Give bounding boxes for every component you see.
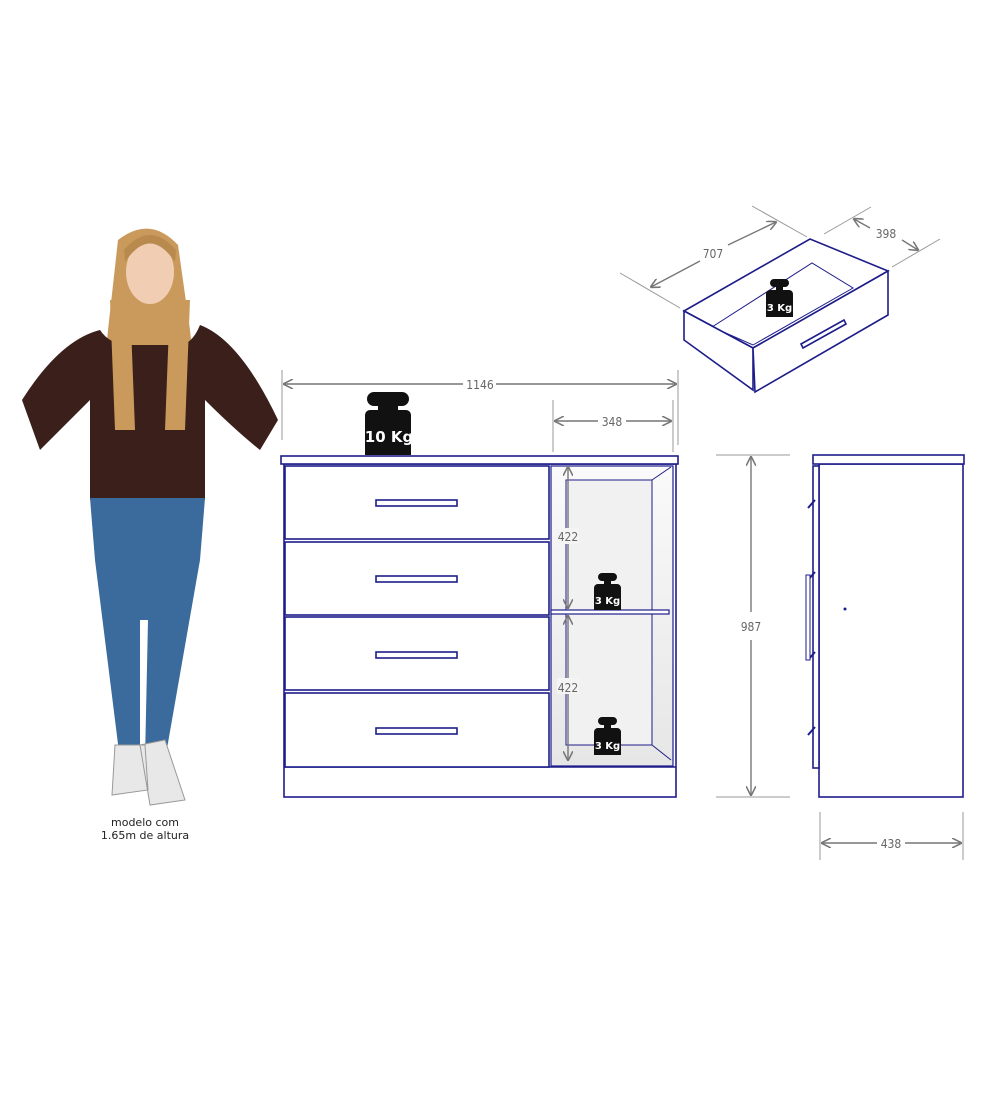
drawer-1 bbox=[284, 465, 550, 540]
drawer-handle bbox=[799, 318, 848, 350]
weight-icon-top: 10 Kg bbox=[365, 392, 413, 455]
total-height-label: 987 bbox=[741, 620, 762, 634]
drawer-3 bbox=[284, 616, 550, 691]
total-width-label: 1146 bbox=[466, 378, 494, 392]
drawer-handle bbox=[375, 651, 458, 659]
drawer-handle bbox=[375, 727, 458, 735]
compartment-width-dimension: 348 bbox=[552, 400, 674, 452]
drawer-4 bbox=[284, 692, 550, 768]
model-caption-line1: modelo com bbox=[111, 816, 179, 829]
drawer-2 bbox=[284, 541, 550, 616]
shelf-height-upper-label: 422 bbox=[558, 530, 579, 544]
weight-icon-drawer: 3 Kg bbox=[766, 279, 793, 317]
drawer-handle bbox=[375, 499, 458, 507]
depth-dimension: 438 bbox=[819, 812, 964, 860]
height-dimension: 987 bbox=[716, 454, 790, 798]
depth-label: 438 bbox=[881, 837, 902, 851]
weight-icon-shelf-lower: 3 Kg bbox=[594, 717, 621, 755]
dresser-side-view bbox=[805, 454, 965, 798]
weight-label: 3 Kg bbox=[595, 596, 620, 607]
width-dimension: 1146 bbox=[281, 370, 679, 445]
weight-label: 3 Kg bbox=[767, 303, 792, 314]
weight-label: 3 Kg bbox=[595, 741, 620, 752]
drawer-handle bbox=[375, 575, 458, 583]
weight-label: 10 Kg bbox=[365, 428, 413, 446]
drawer-isometric-view: 707 398 3 Kg bbox=[619, 205, 941, 394]
drawer-width-label: 398 bbox=[876, 227, 897, 241]
model-caption-line2: 1.65m de altura bbox=[101, 829, 189, 842]
compartment-width-label: 348 bbox=[602, 415, 623, 429]
model-person-figure bbox=[22, 228, 278, 806]
weight-icon-shelf-upper: 3 Kg bbox=[594, 573, 621, 610]
shelf-height-lower-label: 422 bbox=[558, 681, 579, 695]
drawer-depth-label: 707 bbox=[703, 247, 724, 261]
